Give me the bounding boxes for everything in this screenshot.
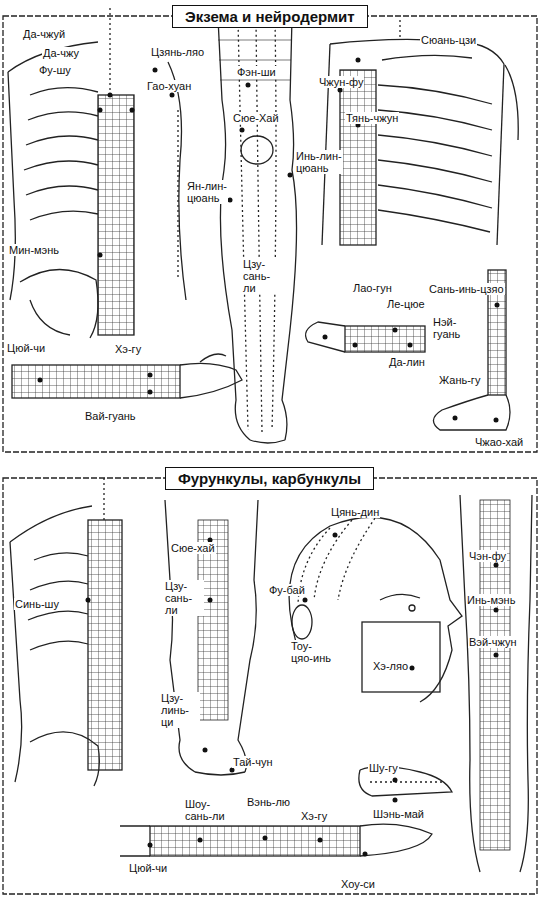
point-label: Цзянь-ляо — [150, 46, 205, 58]
point-label: Цюй-чи — [6, 342, 46, 354]
panel-title: Фурункулы, карбункулы — [178, 470, 361, 487]
point-label: Шоу-сань-ли — [184, 798, 228, 822]
point-label: Вэй-чжун — [468, 636, 518, 648]
point-label: Сюе-хай — [170, 542, 216, 554]
point-label: Гао-хуан — [146, 80, 192, 92]
point-label: Ян-лин-цюань — [186, 180, 228, 204]
point-label: Лао-гун — [352, 282, 393, 294]
point-label: Хэ-гу — [114, 343, 142, 355]
point-label: Цзу-сань-ли — [164, 580, 204, 616]
title-band: Экзема и нейродермит — [172, 5, 368, 28]
point-label: Тоу-цяо-инь — [290, 640, 334, 664]
point-label: Хоу-си — [340, 878, 376, 890]
point-label: Чжун-фу — [318, 76, 364, 88]
point-label: Цюй-чи — [128, 862, 168, 874]
point-label: Шэнь-май — [372, 808, 425, 820]
point-label: Чжао-хай — [474, 436, 524, 448]
point-label: Фу-шу — [38, 64, 72, 76]
point-label: Вэнь-лю — [246, 796, 291, 808]
point-label: Да-лин — [388, 356, 426, 368]
point-label: Тянь-чжун — [345, 112, 399, 124]
point-label: Ле-цюе — [386, 298, 426, 310]
point-label: Инь-лин-цюань — [295, 150, 343, 174]
point-label: Хэ-гу — [300, 810, 328, 822]
point-label: Вай-гуань — [84, 410, 137, 422]
point-label: Цзу-линь-ци — [160, 692, 200, 728]
point-label: Шу-гу — [368, 762, 399, 774]
point-label: Да-чжу — [42, 47, 80, 59]
title-band: Фурункулы, карбункулы — [165, 467, 374, 490]
point-label: Сюе-Хай — [232, 112, 280, 124]
point-label: Тай-чун — [232, 756, 273, 768]
point-label: Да-чжуй — [22, 28, 66, 40]
point-label: Синь-шу — [14, 598, 60, 610]
panel-title: Экзема и нейродермит — [185, 8, 355, 25]
point-label: Жань-гу — [438, 374, 481, 386]
point-label: Чэн-фу — [468, 550, 507, 562]
point-label: Мин-мэнь — [8, 244, 60, 256]
point-label: Цянь-дин — [330, 506, 380, 518]
point-label: Фу-бай — [268, 584, 306, 596]
point-label: Нэй-гуань — [432, 316, 476, 340]
point-label: Цзу-сань-ли — [242, 258, 282, 294]
point-label: Хэ-ляо — [372, 660, 409, 672]
point-label: Инь-мэнь — [466, 594, 516, 606]
point-label: Сань-инь-цзяо — [428, 283, 505, 295]
point-label: Фэн-ши — [236, 66, 277, 78]
point-label: Сюань-цзи — [420, 34, 477, 46]
